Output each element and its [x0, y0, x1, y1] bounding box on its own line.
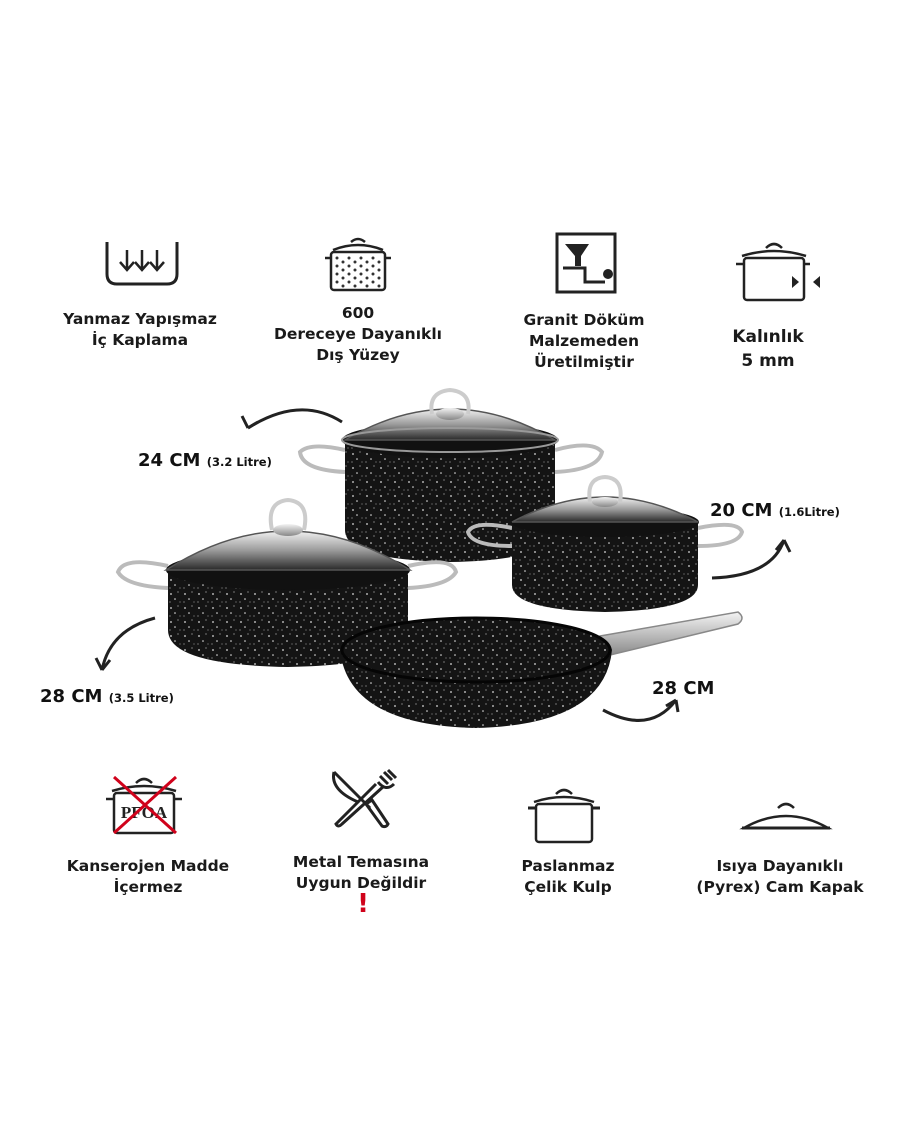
non-stick-coating-icon [105, 242, 179, 286]
arrow-20cm [711, 539, 786, 580]
size-arrows [94, 408, 792, 722]
feature-granite-label: Granit Döküm Malzemeden Üretilmiştir [523, 311, 645, 371]
arrow-28cm-pot [100, 616, 156, 671]
size-label-20cm: 20 CM (1.6Litre) [710, 500, 840, 521]
feature-lid-label: Isıya Dayanıklı (Pyrex) Cam Kapak [696, 857, 864, 896]
size-label-24cm: 24 CM (3.2 Litre) [138, 450, 272, 471]
casting-icon [555, 232, 617, 294]
feature-heat-resistant-label: 600 Dereceye Dayanıklı Dış Yüzey [274, 304, 442, 364]
pot-20cm [465, 474, 745, 612]
speckled-pot-icon [325, 237, 391, 292]
pot-24cm [297, 387, 605, 562]
size-label-28cm-pot: 28 CM (3.5 Litre) [40, 686, 174, 707]
pot-handle-icon [528, 788, 600, 844]
pan-28cm [340, 611, 743, 728]
arrow-24cm [247, 408, 343, 430]
warning-exclamation: ! [357, 889, 369, 919]
size-label-28cm-pan: 28 CM [652, 678, 715, 699]
feature-thickness-label: Kalınlık 5 mm [732, 327, 804, 371]
no-pfoa-icon: PFOA [106, 773, 182, 837]
feature-pfoa-label: Kanserojen Madde İçermez [66, 857, 230, 896]
feature-handle-label: Paslanmaz Çelik Kulp [521, 857, 615, 896]
thickness-pot-icon [736, 242, 820, 302]
feature-metal-label: Metal Temasına Uygun Değildir! [256, 852, 466, 919]
knife-fork-icon [332, 768, 398, 829]
feature-non-stick-label: Yanmaz Yapışmaz İç Kaplama [63, 310, 217, 349]
arrow-28cm-pan [602, 699, 678, 722]
glass-lid-icon [739, 802, 833, 830]
cookware-set-illustration [94, 387, 792, 728]
